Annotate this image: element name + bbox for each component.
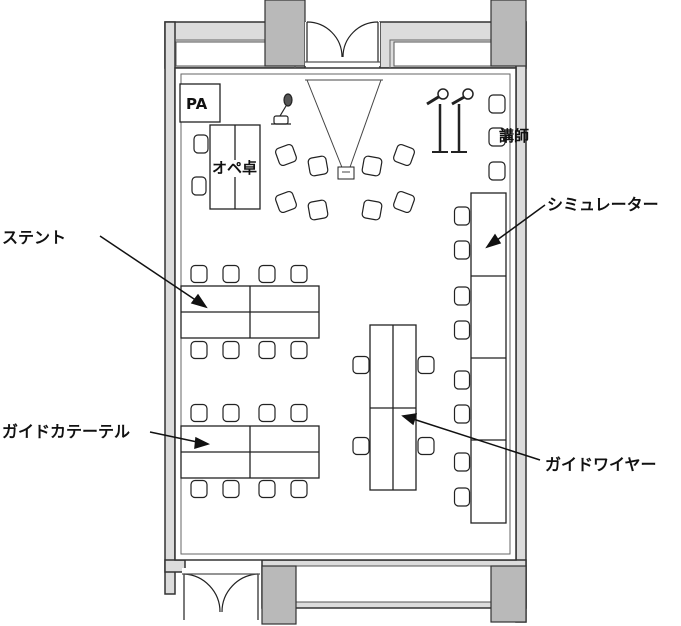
chair-icon <box>453 370 471 390</box>
chair-icon <box>453 487 471 507</box>
chair-icon <box>191 176 207 196</box>
chair-icon <box>274 143 298 167</box>
projector-screen-icon <box>305 79 383 180</box>
chair-icon <box>352 355 370 375</box>
chair-icon <box>488 94 506 114</box>
leader-arrows <box>99 204 546 461</box>
pillar-bottom-left <box>261 565 297 625</box>
chair-icon <box>361 155 383 177</box>
chair-icon <box>488 127 506 147</box>
stent-tables <box>180 285 320 339</box>
chair-icon <box>290 479 308 499</box>
pillar-top-right <box>490 0 527 67</box>
chair-icon <box>258 403 276 423</box>
chair-icon <box>290 403 308 423</box>
guide-catheter-tables <box>180 425 320 479</box>
chair-icon <box>453 404 471 424</box>
chair-icon <box>274 190 298 214</box>
pa-box <box>179 83 221 123</box>
simulator-label: シミュレーター <box>547 195 659 214</box>
op-desk-label: オペ卓 <box>211 159 259 177</box>
simulator-tables <box>470 192 507 524</box>
chair-icon <box>222 403 240 423</box>
arrowhead-guide-wire <box>401 413 418 426</box>
chair-icon <box>190 479 208 499</box>
microphone-stand-icon <box>271 93 293 125</box>
stent-label: ステント <box>2 228 67 247</box>
chair-icon <box>258 479 276 499</box>
chairs <box>190 94 506 507</box>
arrowhead-guide-catheter <box>194 436 211 450</box>
chair-icon <box>222 479 240 499</box>
chair-icon <box>258 264 276 284</box>
pillar-top-left <box>264 0 306 67</box>
chair-icon <box>361 199 383 221</box>
chair-icon <box>392 143 416 167</box>
arrowhead-simulator <box>485 233 502 249</box>
chair-icon <box>417 355 435 375</box>
chair-icon <box>190 264 208 284</box>
arrow-guide-wire <box>409 417 541 461</box>
bottom-niche <box>269 565 493 603</box>
lecturer-label: 講師 <box>499 127 530 145</box>
guide-catheter-label: ガイドカテーテル <box>2 422 131 441</box>
arrow-guide-catheter <box>149 431 203 444</box>
door-icon[interactable] <box>305 21 380 66</box>
guide-wire-label: ガイドワイヤー <box>545 455 657 474</box>
pillar-bottom-right <box>490 565 527 623</box>
arrow-simulator <box>492 204 546 244</box>
chair-icon <box>392 190 416 214</box>
guide-wire-tables <box>369 324 417 491</box>
chair-icon <box>453 320 471 340</box>
pa-label: PA <box>186 95 208 113</box>
chair-icon <box>307 199 329 221</box>
chair-icon <box>352 436 370 456</box>
chair-icon <box>190 403 208 423</box>
right-wall <box>515 21 527 623</box>
chair-icon <box>222 264 240 284</box>
chair-icon <box>193 134 209 154</box>
arrowhead-stent <box>190 293 208 309</box>
door-icon[interactable] <box>182 568 260 624</box>
chair-icon <box>417 436 435 456</box>
top-right-alcove <box>389 39 508 68</box>
chair-icon <box>453 286 471 306</box>
left-wall <box>164 21 176 595</box>
chair-icon <box>290 340 308 360</box>
chair-icon <box>258 340 276 360</box>
chair-icon <box>453 452 471 472</box>
arrow-stent <box>99 235 201 304</box>
chair-icon <box>453 206 471 226</box>
chair-icon <box>307 155 329 177</box>
chair-icon <box>290 264 308 284</box>
chair-icon <box>488 161 506 181</box>
chair-icon <box>453 240 471 260</box>
chair-icon <box>222 340 240 360</box>
chair-icon <box>190 340 208 360</box>
pillars <box>261 0 527 625</box>
wireless-microphone-icon <box>426 88 474 153</box>
